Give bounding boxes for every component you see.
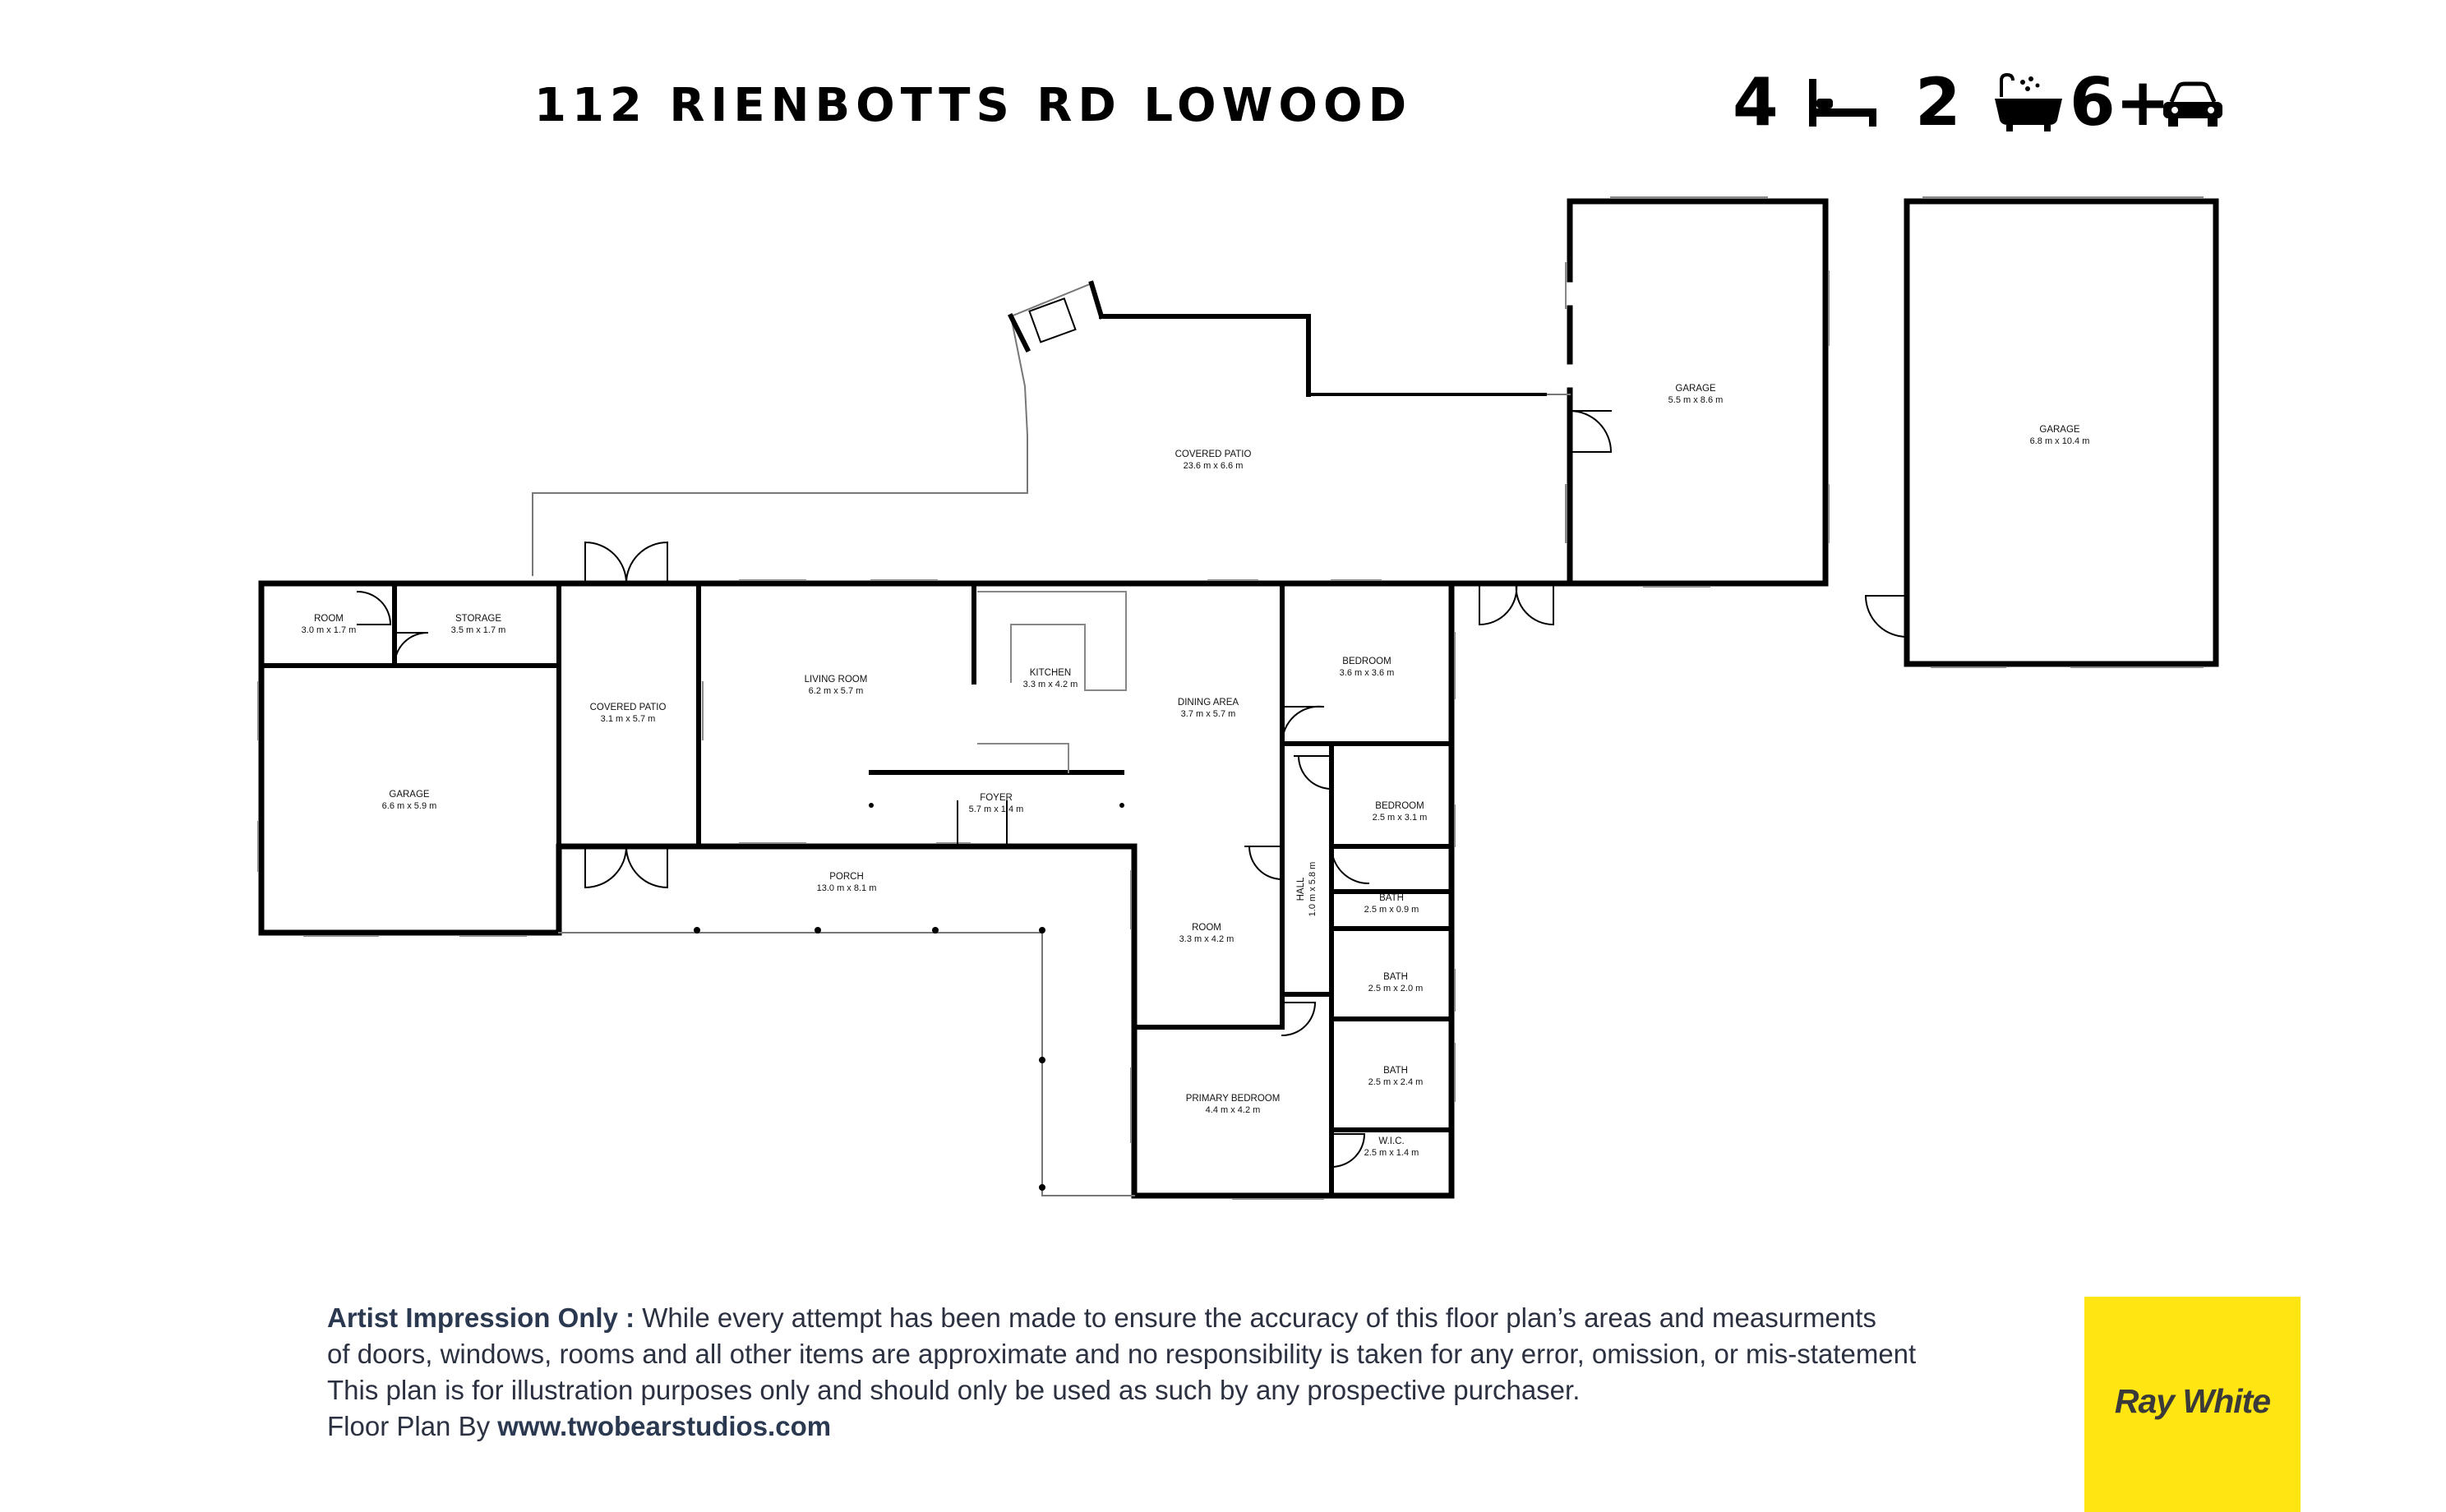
interior-walls (259, 581, 1454, 1198)
ray-white-logo: Ray White (2084, 1297, 2301, 1512)
bath-1-dim: 2.5 m x 0.9 m (1364, 905, 1419, 915)
room-labels: GARAGE 5.5 m x 8.6 m GARAGE 6.8 m x 10.4… (302, 384, 2090, 1158)
bedroom-2-label: BEDROOM (1375, 801, 1424, 811)
bedroom-2-dim: 2.5 m x 3.1 m (1373, 813, 1428, 823)
storage-label: STORAGE (455, 614, 501, 624)
doors (356, 409, 1908, 1169)
kitchen-counter (977, 591, 1127, 691)
hall-label: HALL (1296, 877, 1306, 901)
living-room-label: LIVING ROOM (805, 675, 868, 685)
hall-dim: 1.0 m x 5.8 m (1308, 862, 1318, 917)
garage-top-right-walls (1567, 198, 1829, 587)
property-address-title: 112 RIENBOTTS RD LOWOOD (534, 79, 1413, 132)
credit-link[interactable]: www.twobearstudios.com (497, 1411, 832, 1441)
primary-bedroom-label: PRIMARY BEDROOM (1186, 1094, 1281, 1104)
bathroom-count: 2 (1915, 64, 1961, 141)
car-icon (2163, 81, 2222, 127)
covered-patio-main-label: COVERED PATIO (1175, 449, 1252, 459)
living-room-dim: 6.2 m x 5.7 m (809, 686, 864, 696)
dining-area-label: DINING AREA (1178, 698, 1239, 708)
garage-left-dim: 6.6 m x 5.9 m (382, 801, 437, 811)
garage-detached-label: GARAGE (2039, 425, 2080, 435)
covered-patio-main-dim: 23.6 m x 6.6 m (1184, 461, 1244, 471)
bedroom-1-dim: 3.6 m x 3.6 m (1340, 668, 1395, 678)
fireplace (1028, 297, 1077, 343)
property-stats: 4 2 6+ (1710, 58, 2236, 148)
disclaimer-line-3: This plan is for illustration purposes o… (327, 1375, 1581, 1405)
room-small-label: ROOM (314, 614, 344, 624)
room-small-dim: 3.0 m x 1.7 m (302, 625, 357, 635)
primary-bedroom-dim: 4.4 m x 4.2 m (1206, 1105, 1261, 1115)
storage-dim: 3.5 m x 1.7 m (451, 625, 506, 635)
covered-patio-small-dim: 3.1 m x 5.7 m (601, 714, 656, 724)
disclaimer-line-2: of doors, windows, rooms and all other i… (327, 1339, 1917, 1369)
porch-outline (558, 932, 1135, 1196)
bed-icon (1809, 79, 1876, 127)
garage-left-label: GARAGE (389, 790, 430, 800)
bath-2-label: BATH (1383, 972, 1408, 982)
room-mid-label: ROOM (1192, 923, 1221, 933)
credit-prefix: Floor Plan By (327, 1411, 498, 1441)
wic-dim: 2.5 m x 1.4 m (1364, 1148, 1419, 1158)
logo-text: Ray White (2114, 1382, 2271, 1420)
porch-posts (694, 803, 1124, 1191)
kitchen-dim: 3.3 m x 4.2 m (1023, 680, 1078, 689)
car-space-count: 6+ (2070, 64, 2171, 141)
porch-label: PORCH (829, 872, 864, 882)
disclaimer-line-1: While every attempt has been made to ens… (635, 1302, 1876, 1333)
dining-area-dim: 3.7 m x 5.7 m (1181, 709, 1236, 719)
garage-detached-dim: 6.8 m x 10.4 m (2030, 436, 2090, 446)
bedroom-1-label: BEDROOM (1342, 657, 1391, 666)
bedroom-count: 4 (1733, 64, 1779, 141)
disclaimer: Artist Impression Only : While every att… (327, 1300, 2094, 1445)
garage-top-right-dim: 5.5 m x 8.6 m (1668, 395, 1724, 405)
windows (257, 196, 2204, 1200)
bath-1-label: BATH (1379, 893, 1404, 903)
garage-detached-walls (1904, 198, 2219, 667)
kitchen-label: KITCHEN (1030, 668, 1071, 678)
covered-patio-small-label: COVERED PATIO (590, 703, 667, 712)
bath-3-dim: 2.5 m x 2.4 m (1368, 1077, 1424, 1087)
wic-label: W.I.C. (1378, 1136, 1404, 1146)
foyer-dim: 5.7 m x 1.4 m (969, 804, 1024, 814)
disclaimer-lead: Artist Impression Only : (327, 1302, 635, 1333)
bath-2-dim: 2.5 m x 2.0 m (1368, 984, 1424, 993)
bath-3-label: BATH (1383, 1066, 1408, 1076)
foyer-label: FOYER (980, 793, 1013, 803)
room-mid-dim: 3.3 m x 4.2 m (1179, 934, 1235, 944)
bathtub-icon (1995, 72, 2062, 131)
porch-dim: 13.0 m x 8.1 m (817, 883, 877, 893)
floor-plan: GARAGE 5.5 m x 8.6 m GARAGE 6.8 m x 10.4… (257, 196, 2219, 1200)
covered-patio-outline (532, 282, 1571, 576)
garage-top-right-label: GARAGE (1675, 384, 1716, 394)
